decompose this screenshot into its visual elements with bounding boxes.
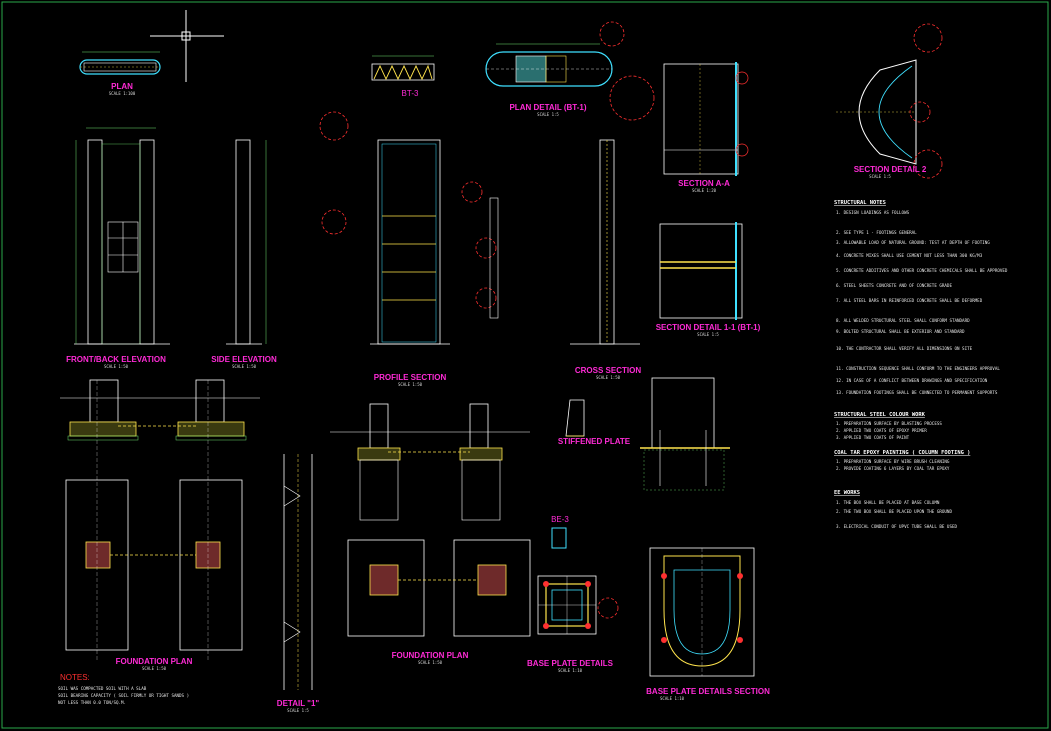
side-elevation bbox=[226, 139, 267, 345]
coal-tar-note: 1. PREPARATION SURFACE BY WIRE BRUSH CLE… bbox=[836, 459, 950, 464]
side-elevation-title: SIDE ELEVATION bbox=[211, 355, 277, 364]
section-detail-2-title: SECTION DETAIL 2 bbox=[854, 165, 927, 174]
structural-note: 11. CONSTRUCTION SEQUENCE SHALL CONFORM … bbox=[836, 366, 1000, 371]
section-detail-2 bbox=[836, 23, 943, 179]
base-plate-details-section-title: BASE PLATE DETAILS SECTION bbox=[646, 687, 770, 696]
structural-note: 2. SEE TYPE 1 - FOOTINGS GENERAL bbox=[836, 230, 917, 235]
coal-tar-notes: COAL TAR EPOXY PAINTING ( COLUMN FOOTING… bbox=[834, 450, 970, 471]
foundation-plan-left bbox=[65, 380, 243, 660]
ee-works-heading: EE WORKS bbox=[834, 490, 860, 496]
foundation-note: SOIL BEARING CAPACITY ( SOIL FIRMLY OR T… bbox=[58, 693, 189, 698]
foundation-plan-1-title: FOUNDATION PLAN bbox=[116, 657, 193, 666]
plan-detail-bt1 bbox=[485, 21, 655, 121]
be3-title: BE-3 bbox=[551, 515, 569, 524]
foundation-note: SOIL WAS COMPACTED SOIL WITH A SLAB bbox=[58, 686, 147, 691]
detail-1-scale: SCALE 1:5 bbox=[287, 708, 309, 713]
section-aa-scale: SCALE 1:20 bbox=[692, 188, 717, 193]
crosshair-cursor[interactable] bbox=[150, 10, 224, 82]
plan-detail-scale: SCALE 1:5 bbox=[537, 112, 559, 117]
section-detail-2-scale: SCALE 1:5 bbox=[869, 174, 891, 179]
structural-note: 4. CONCRETE MIXES SHALL USE CEMENT NOT L… bbox=[836, 253, 983, 258]
structural-note: 13. FOUNDATION FOOTINGS SHALL BE CONNECT… bbox=[836, 390, 998, 395]
front-back-elevation-scale: SCALE 1:50 bbox=[104, 364, 129, 369]
structural-note: 10. THE CONTRACTOR SHALL VERIFY ALL DIME… bbox=[836, 346, 973, 351]
base-plate-details-title: BASE PLATE DETAILS bbox=[527, 659, 614, 668]
section-detail-1-scale: SCALE 1:5 bbox=[697, 332, 719, 337]
plan-detail-title: PLAN DETAIL (BT-1) bbox=[509, 103, 586, 112]
coal-tar-note: 2. PROVIDE COATING 6 LAYERS BY COAL TAR … bbox=[836, 466, 950, 471]
foundation-plan-1-scale: SCALE 1:50 bbox=[142, 666, 167, 671]
plan-scale: SCALE 1:100 bbox=[109, 91, 136, 96]
foundation-notes-heading: NOTES: bbox=[60, 673, 90, 682]
base-plate-details-section bbox=[649, 547, 755, 677]
stiffened-plate bbox=[565, 399, 585, 437]
structural-note: 12. IN CASE OF A CONFLICT BETWEEN DRAWIN… bbox=[836, 378, 988, 383]
detail-1 bbox=[283, 454, 313, 690]
cross-section-title: CROSS SECTION bbox=[575, 366, 641, 375]
profile-section bbox=[319, 111, 499, 345]
ee-works-note: 3. ELECTRICAL CONDUIT OF UPVC TUBE SHALL… bbox=[836, 524, 957, 529]
steel-work-notes: STRUCTURAL STEEL COLOUR WORK 1. PREPARAT… bbox=[834, 412, 942, 440]
structural-notes-heading: STRUCTURAL NOTES bbox=[834, 200, 886, 206]
foundation-note: NOT LESS THAN 0.0 TON/SQ.M. bbox=[58, 700, 126, 705]
base-plate-details bbox=[537, 575, 619, 635]
structural-note: 9. BOLTED STRUCTURAL SHALL BE EXTERIOR A… bbox=[836, 329, 965, 334]
side-elevation-scale: SCALE 1:50 bbox=[232, 364, 257, 369]
coal-tar-heading: COAL TAR EPOXY PAINTING ( COLUMN FOOTING… bbox=[834, 450, 970, 456]
structural-note: 5. CONCRETE ADDITIVES AND OTHER CONCRETE… bbox=[836, 268, 1008, 273]
foundation-notes: NOTES: SOIL WAS COMPACTED SOIL WITH A SL… bbox=[58, 673, 189, 705]
stiffened-plate-title: STIFFENED PLATE bbox=[558, 437, 631, 446]
front-back-elevation-title: FRONT/BACK ELEVATION bbox=[66, 355, 166, 364]
foundation-plan-2-scale: SCALE 1:50 bbox=[418, 660, 443, 665]
structural-notes: STRUCTURAL NOTES 1. DESIGN LOADINGS AS F… bbox=[834, 200, 1008, 395]
profile-section-title: PROFILE SECTION bbox=[374, 373, 447, 382]
plan-title: PLAN bbox=[111, 82, 133, 91]
profile-section-scale: SCALE 1:50 bbox=[398, 382, 423, 387]
front-back-elevation bbox=[74, 127, 170, 345]
structural-note: 6. STEEL SHEETS CONCRETE AND OF CONCRETE… bbox=[836, 283, 952, 288]
structural-note: 7. ALL STEEL BARS IN REINFORCED CONCRETE… bbox=[836, 298, 983, 303]
structural-note: 3. ALLOWABLE LOAD OF NATURAL GROUND: TES… bbox=[836, 240, 990, 245]
section-detail-1-title: SECTION DETAIL 1-1 (BT-1) bbox=[656, 323, 761, 332]
structural-note: 8. ALL WELDED STRUCTURAL STEEL SHALL CON… bbox=[836, 318, 970, 323]
section-aa bbox=[663, 62, 749, 176]
steel-work-note: 1. PREPARATION SURFACE BY BLASTING PROCE… bbox=[836, 421, 942, 426]
base-plate-details-section-scale: SCALE 1:10 bbox=[660, 696, 685, 701]
cross-section bbox=[570, 139, 640, 345]
plan-view bbox=[79, 51, 161, 75]
ee-works-note: 2. THE TWO BOX SHALL BE PLACED UPON THE … bbox=[836, 509, 952, 514]
be3-detail bbox=[551, 527, 567, 549]
base-plate-elevation bbox=[640, 377, 730, 491]
section-detail-1 bbox=[659, 222, 743, 320]
section-aa-title: SECTION A-A bbox=[678, 179, 730, 188]
steel-work-heading: STRUCTURAL STEEL COLOUR WORK bbox=[834, 412, 926, 418]
foundation-section-left bbox=[60, 379, 260, 441]
foundation-plan-center bbox=[347, 539, 531, 637]
steel-work-note: 3. APPLIED TWO COATS OF PAINT bbox=[836, 435, 910, 440]
base-plate-details-scale: SCALE 1:10 bbox=[558, 668, 583, 673]
bt3-title: BT-3 bbox=[402, 89, 419, 98]
bt3-detail bbox=[371, 55, 435, 81]
structural-note: 1. DESIGN LOADINGS AS FOLLOWS bbox=[836, 210, 910, 215]
ee-works-note: 1. THE BOX SHALL BE PLACED AT BASE COLUM… bbox=[836, 500, 940, 505]
foundation-section-center bbox=[330, 403, 530, 521]
detail-1-title: DETAIL "1" bbox=[277, 699, 320, 708]
steel-work-note: 2. APPLIED TWO COATS OF EPOXY PRIMER bbox=[836, 428, 927, 433]
foundation-plan-2-title: FOUNDATION PLAN bbox=[392, 651, 469, 660]
cross-section-scale: SCALE 1:50 bbox=[596, 375, 621, 380]
ee-works-notes: EE WORKS 1. THE BOX SHALL BE PLACED AT B… bbox=[834, 490, 957, 529]
